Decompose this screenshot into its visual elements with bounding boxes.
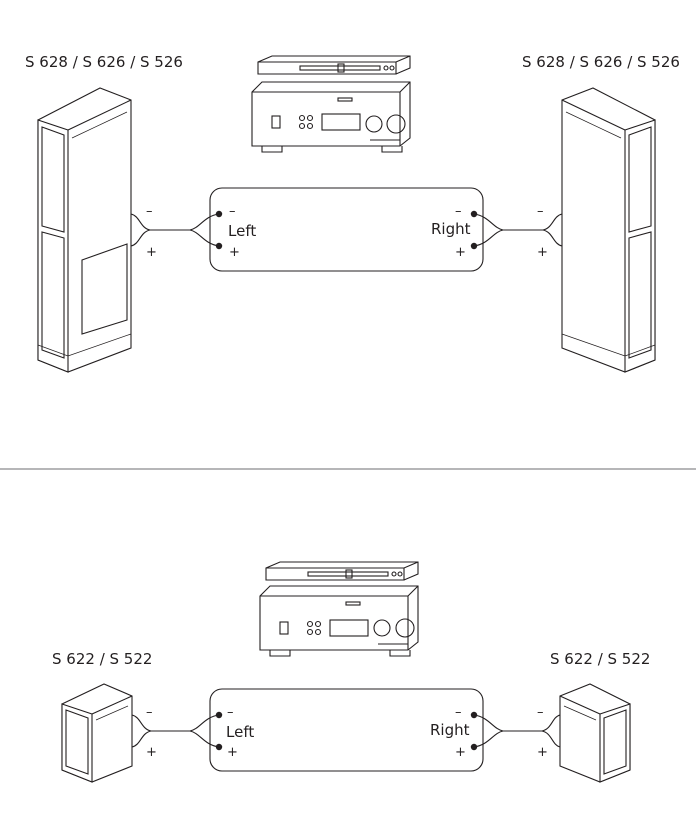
bottom-amp-right-plus-sign: + bbox=[455, 745, 466, 760]
top-left-floorstanding-speaker-icon bbox=[37, 87, 132, 373]
bottom-av-receiver-and-player-icon bbox=[259, 561, 419, 657]
top-right-speaker-cable bbox=[473, 213, 563, 247]
top-amp-right-plus-sign: + bbox=[455, 245, 466, 260]
top-left-speaker-model-label: S 628 / S 626 / S 526 bbox=[25, 53, 183, 71]
bottom-left-speaker-cable bbox=[131, 714, 220, 748]
top-right-floorstanding-speaker-icon bbox=[561, 87, 656, 373]
top-section: S 628 / S 626 / S 526 S 628 / S 626 / S … bbox=[25, 53, 680, 373]
top-right-speaker-plus-sign: + bbox=[537, 245, 548, 260]
top-amp-right-label: Right bbox=[431, 220, 471, 238]
bottom-left-speaker-plus-sign: + bbox=[146, 745, 157, 760]
bottom-left-speaker-model-label: S 622 / S 522 bbox=[52, 650, 152, 668]
top-left-speaker-plus-sign: + bbox=[146, 245, 157, 260]
bottom-right-speaker-plus-sign: + bbox=[537, 745, 548, 760]
bottom-right-speaker-minus-sign: – bbox=[537, 705, 544, 720]
top-amp-left-plus-sign: + bbox=[229, 245, 240, 260]
top-right-speaker-minus-sign: – bbox=[537, 204, 544, 219]
top-amp-right-minus-sign: – bbox=[455, 204, 462, 219]
bottom-amplifier-terminal-panel bbox=[209, 688, 484, 772]
bottom-section: S 622 / S 522 S 622 / S 522 bbox=[52, 561, 650, 783]
bottom-amp-left-label: Left bbox=[226, 723, 254, 741]
top-left-speaker-cable bbox=[130, 213, 220, 247]
bottom-amp-right-label: Right bbox=[430, 721, 470, 739]
bottom-amp-left-minus-sign: – bbox=[227, 705, 234, 720]
bottom-right-speaker-model-label: S 622 / S 522 bbox=[550, 650, 650, 668]
top-amplifier-terminal-panel bbox=[209, 187, 484, 272]
top-av-receiver-and-player-icon bbox=[251, 55, 411, 153]
bottom-amp-right-minus-sign: – bbox=[455, 705, 462, 720]
bottom-right-speaker-cable bbox=[473, 714, 561, 748]
bottom-left-speaker-minus-sign: – bbox=[146, 705, 153, 720]
top-amp-left-label: Left bbox=[228, 222, 256, 240]
bottom-left-bookshelf-speaker-icon bbox=[61, 683, 133, 783]
bottom-right-bookshelf-speaker-icon bbox=[559, 683, 631, 783]
top-amp-left-minus-sign: – bbox=[229, 204, 236, 219]
top-right-speaker-model-label: S 628 / S 626 / S 526 bbox=[522, 53, 680, 71]
top-left-speaker-minus-sign: – bbox=[146, 204, 153, 219]
bottom-amp-left-plus-sign: + bbox=[227, 745, 238, 760]
